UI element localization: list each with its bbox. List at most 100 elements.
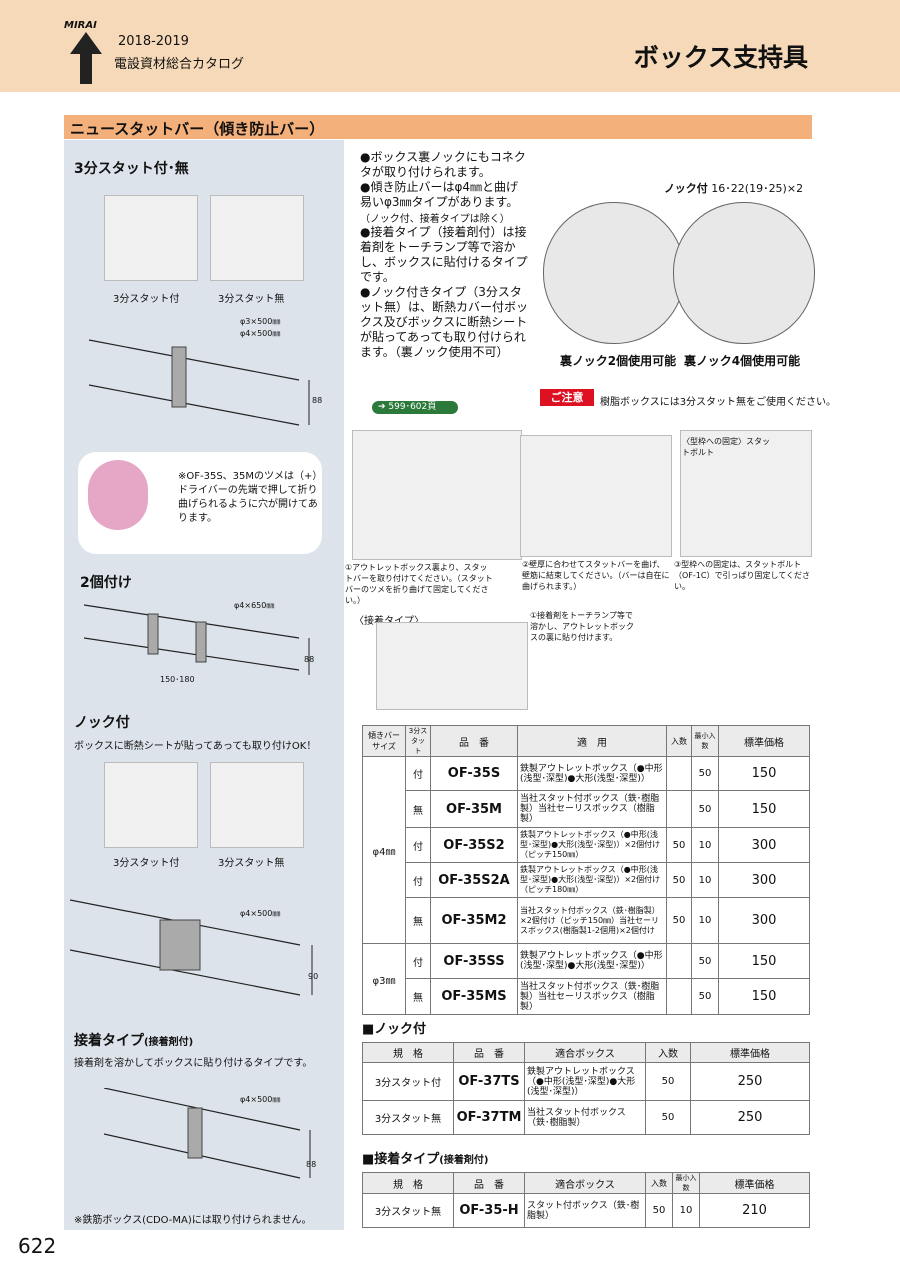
s4-dim: φ4×500㎜ (240, 1095, 281, 1104)
cell-usage: 当社スタット付ボックス（鉄･樹脂製） (524, 1100, 646, 1135)
cell-min: 10 (691, 862, 719, 898)
s1-dim-2: φ4×500㎜ (240, 329, 281, 338)
table-row: φ3㎜ 付 OF-35SS 鉄製アウトレットボックス（●中形(浅型･深型)●大形… (362, 943, 810, 1015)
th-part: 品 番 (430, 725, 518, 757)
spec-table-knock: 規 格 品 番 適合ボックス 入数 標準価格 3分スタット付 OF-37TS 鉄… (362, 1042, 810, 1135)
table-row: φ4㎜ 付 OF-35S 鉄製アウトレットボックス（●中形(浅型･深型)●大形(… (362, 756, 810, 944)
size-3mm: φ3㎜ (362, 943, 406, 1015)
table-row: 無 OF-35M 当社スタット付ボックス（鉄･樹脂製）当社セーリスボックス（樹脂… (363, 790, 810, 828)
table3-title-main: ■接着タイプ (362, 1152, 440, 1167)
cell-qty: 50 (645, 1100, 691, 1135)
cell-price: 300 (718, 827, 810, 863)
table-row: 3分スタット付 OF-37TS 鉄製アウトレットボックス（●中形(浅型･深型)●… (362, 1062, 810, 1101)
s3-height: 90 (308, 972, 319, 981)
cell-pn: OF-35SS (430, 943, 518, 979)
adhesive-label: 〈接着タイプ〉 (354, 612, 424, 627)
stud-without-illustration (210, 195, 304, 281)
cell-qty: 50 (645, 1193, 673, 1228)
brand-logo-text: MIRAI (64, 20, 97, 31)
s4-title-main: 接着タイプ (74, 1033, 144, 1049)
th-box: 適合ボックス (524, 1172, 646, 1194)
cell-pn: OF-37TS (453, 1062, 525, 1101)
section-bar (64, 115, 812, 139)
cell-price: 300 (718, 897, 810, 944)
s2-dim: φ4×650㎜ (234, 601, 275, 610)
cell-min: 50 (691, 790, 719, 828)
cell-stud: 付 (405, 756, 431, 791)
page-number: 622 (18, 1234, 57, 1258)
table-row: 無 OF-35M2 当社スタット付ボックス（鉄･樹脂製）×2個付け（ピッチ150… (363, 897, 810, 944)
feature-3: ●接着タイプ（接着剤付）は接着剤をトーチランプ等で溶かし、ボックスに貼付けるタイ… (360, 225, 528, 284)
mirai-logo-icon (70, 32, 102, 84)
table3-title-sub: (接着剤付) (439, 1155, 489, 1166)
step1-text: ①アウトレットボックス裏より、スタットバーを取り付けてください。（スタットバーの… (345, 563, 493, 605)
s3-dim: φ4×500㎜ (240, 909, 281, 918)
s4-height: 88 (306, 1160, 317, 1169)
cell-price: 300 (718, 862, 810, 898)
feature-2-note: （ノック付、接着タイプは除く） (360, 214, 510, 225)
knock-caption-1: 裏ノック2個使用可能 (560, 354, 677, 368)
left-panel (64, 140, 344, 1230)
cell-stud: 無 (405, 978, 431, 1015)
cell-qty: 50 (645, 1062, 691, 1101)
s3-title: ノック付 (74, 715, 130, 731)
s1-caption-2: 3分スタット無 (218, 294, 285, 305)
s3-caption-2: 3分スタット無 (218, 858, 285, 869)
knock-stud-without-illustration (210, 762, 304, 848)
cell-qty (666, 790, 692, 828)
cell-min: 10 (691, 897, 719, 944)
cell-qty (666, 756, 692, 791)
th-stud: 3分スタット (405, 725, 431, 757)
feature-4: ●ノック付きタイプ（3分スタット無）は、断熱カバー付ボックス及びボックスに断熱シ… (360, 285, 529, 359)
spec-table-main: 傾きバーサイズ 3分スタット 品 番 適 用 入数 最小入数 標準価格 φ4㎜ … (362, 725, 810, 1015)
table-row: 無 OF-35MS 当社スタット付ボックス（鉄･樹脂製）当社セーリスボックス（樹… (363, 978, 810, 1015)
knock-spec: 16･22(19･25)×2 (711, 182, 804, 195)
step1-illustration (352, 430, 522, 560)
step3-illustration (680, 430, 812, 557)
cell-price: 250 (690, 1100, 810, 1135)
ref-page-link[interactable]: ➔ 599･602頁 (372, 401, 458, 414)
size-4mm: φ4㎜ (362, 756, 406, 944)
cell-qty: 50 (666, 827, 692, 863)
cell-min: 50 (691, 978, 719, 1015)
stud-with-illustration (104, 195, 198, 281)
th-qty: 入数 (645, 1172, 673, 1194)
cell-pn: OF-35S2 (430, 827, 518, 863)
th-min: 最小入数 (691, 725, 719, 757)
cell-usage: スタット付ボックス（鉄･樹脂製） (524, 1193, 646, 1228)
ref-pages: 599･602頁 (388, 402, 437, 412)
s3-bar-drawing (70, 899, 313, 996)
caution-text: 樹脂ボックスには3分スタット無をご使用ください。 (600, 397, 837, 408)
cell-price: 150 (718, 978, 810, 1015)
cell-pn: OF-35M (430, 790, 518, 828)
feature-list: ●ボックス裏ノックにもコネクタが取り付けられます。 ●傾き防止バーはφ4㎜と曲げ… (360, 150, 530, 360)
cell-stud: 無 (405, 897, 431, 944)
cell-pn: OF-35S2A (430, 862, 518, 898)
screwdriver-illustration (88, 460, 148, 530)
cell-stud: 付 (405, 943, 431, 979)
cell-pn: OF-37TM (453, 1100, 525, 1135)
table2-title: ■ノック付 (362, 1022, 427, 1037)
cell-qty: 50 (666, 862, 692, 898)
cell-qty (666, 978, 692, 1015)
feature-2: ●傾き防止バーはφ4㎜と曲げ易いφ3㎜タイプがあります。 (360, 180, 519, 209)
knock-stud-with-illustration (104, 762, 198, 848)
s2-pitch: 150･180 (160, 675, 195, 684)
table-row: 3分スタット無 OF-35-H スタット付ボックス（鉄･樹脂製） 50 10 2… (362, 1193, 810, 1228)
knock-2-illustration (543, 202, 685, 344)
s4-desc: 接着剤を溶かしてボックスに貼り付けるタイプです。 (74, 1058, 313, 1069)
th-part: 品 番 (453, 1042, 525, 1063)
s1-title: 3分スタット付･無 (74, 161, 189, 177)
cell-usage: 鉄製アウトレットボックス（●中形(浅型･深型)●大形(浅型･深型)） (524, 1062, 646, 1101)
s3-caption-1: 3分スタット付 (113, 858, 180, 869)
th-spec: 規 格 (362, 1172, 454, 1194)
spec-table-adhesive: 規 格 品 番 適合ボックス 入数 最小入数 標準価格 3分スタット無 OF-3… (362, 1172, 810, 1228)
cell-price: 150 (718, 943, 810, 979)
cell-pn: OF-35-H (453, 1193, 525, 1228)
table3-title: ■接着タイプ(接着剤付) (362, 1148, 488, 1167)
cell-spec: 3分スタット無 (362, 1193, 454, 1228)
cell-min: 10 (691, 827, 719, 863)
cell-pn: OF-35S (430, 756, 518, 791)
table-row: 3分スタット無 OF-37TM 当社スタット付ボックス（鉄･樹脂製） 50 25… (362, 1100, 810, 1135)
cell-spec: 3分スタット無 (362, 1100, 454, 1135)
